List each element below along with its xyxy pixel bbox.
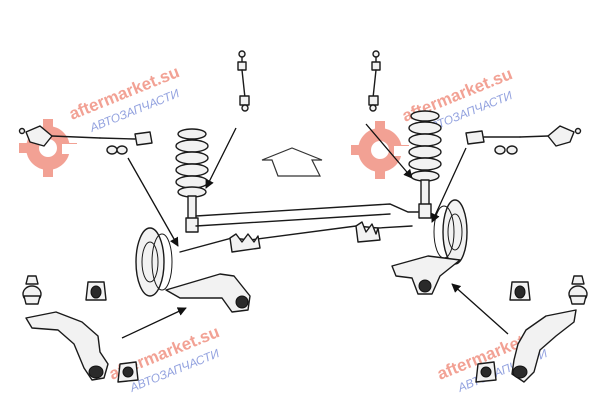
stabilizer-link-left [237, 50, 250, 112]
tie-rod-left [18, 125, 153, 155]
gear-logo-icon [351, 121, 414, 179]
stabilizer-link-right [368, 50, 381, 112]
control-arm-left [25, 311, 109, 381]
control-arm-right [511, 309, 577, 383]
axle-beam [179, 203, 419, 253]
hub-left [135, 227, 173, 297]
mounted-control-arm-right [391, 255, 461, 295]
pointer-arrows [121, 123, 509, 339]
gear-logo-icon [19, 119, 82, 177]
watermark-top-left: aftermarket.su АВТОЗАПЧАСТИ [19, 62, 182, 177]
bushing-right [509, 281, 531, 301]
ball-joint-right [568, 275, 588, 305]
axle-boot-left [229, 233, 261, 253]
bushing-left [85, 281, 107, 301]
coil-spring-right [408, 110, 442, 219]
coil-spring-left [175, 128, 209, 233]
ball-joint-left [22, 275, 42, 305]
forward-direction-arrow-icon [261, 147, 323, 177]
watermark-bottom-left: aftermarket.su АВТОЗАПЧАСТИ [106, 322, 222, 395]
tie-rod-right [465, 125, 582, 155]
hub-right [433, 199, 468, 265]
bushing-right-rear [475, 361, 497, 383]
mounted-control-arm-left [165, 273, 251, 313]
bushing-left-rear [117, 361, 139, 383]
axle-boot-right [355, 221, 381, 243]
